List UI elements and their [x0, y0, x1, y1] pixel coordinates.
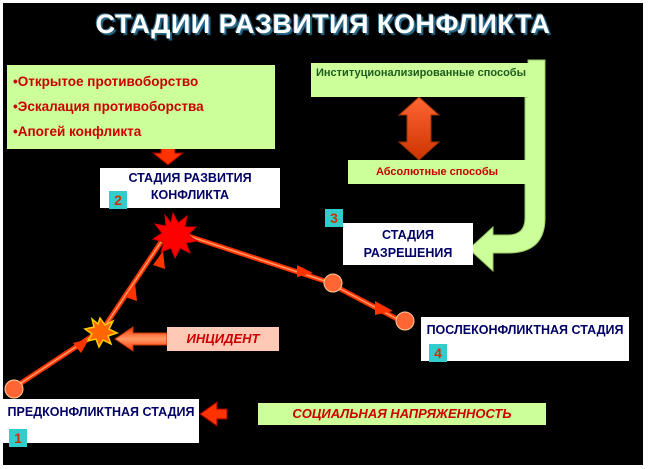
stage-post-conflict-box: ПОСЛЕКОНФЛИКТНАЯ СТАДИЯ — [421, 317, 629, 361]
institutional-methods-box: Институционализированные способы — [311, 63, 531, 97]
bullet-item: •Эскалация противоборства — [13, 99, 204, 114]
page-title: СТАДИИ РАЗВИТИЯ КОНФЛИКТА — [95, 9, 551, 39]
node-post — [395, 311, 415, 331]
bullet-item: •Апогей конфликта — [13, 124, 142, 139]
bullets-box: •Открытое противоборство •Эскалация прот… — [7, 65, 275, 149]
slide-background: СТАДИИ РАЗВИТИЯ КОНФЛИКТА •Открытое прот… — [3, 3, 643, 465]
node-start — [4, 379, 24, 399]
explosion-apogee-icon — [151, 211, 199, 260]
stage-pre-conflict-box: ПРЕДКОНФЛИКТНАЯ СТАДИЯ — [3, 399, 199, 443]
stage-1-badge: 1 — [9, 429, 27, 447]
absolute-methods-box: Абсолютные способы — [348, 160, 526, 184]
stage-4-badge: 4 — [429, 344, 447, 362]
stage-development-box: СТАДИЯ РАЗВИТИЯ КОНФЛИКТА — [100, 168, 280, 208]
tension-arrow — [199, 401, 228, 427]
social-tension-label: СОЦИАЛЬНАЯ НАПРЯЖЕННОСТЬ — [258, 403, 546, 425]
explosion-incident-icon — [83, 316, 119, 349]
node-resolution — [323, 273, 343, 293]
stage-2-badge: 2 — [109, 191, 127, 209]
stage-resolution-box: СТАДИЯ РАЗРЕШЕНИЯ — [343, 223, 473, 265]
double-arrow-vertical — [397, 96, 441, 161]
stage-3-badge: 3 — [325, 209, 343, 227]
diagram-graphics — [4, 59, 546, 427]
incident-arrow — [114, 326, 168, 352]
development-path — [13, 228, 403, 390]
bullet-item: •Открытое противоборство — [13, 74, 199, 89]
incident-label: ИНЦИДЕНТ — [167, 327, 279, 351]
